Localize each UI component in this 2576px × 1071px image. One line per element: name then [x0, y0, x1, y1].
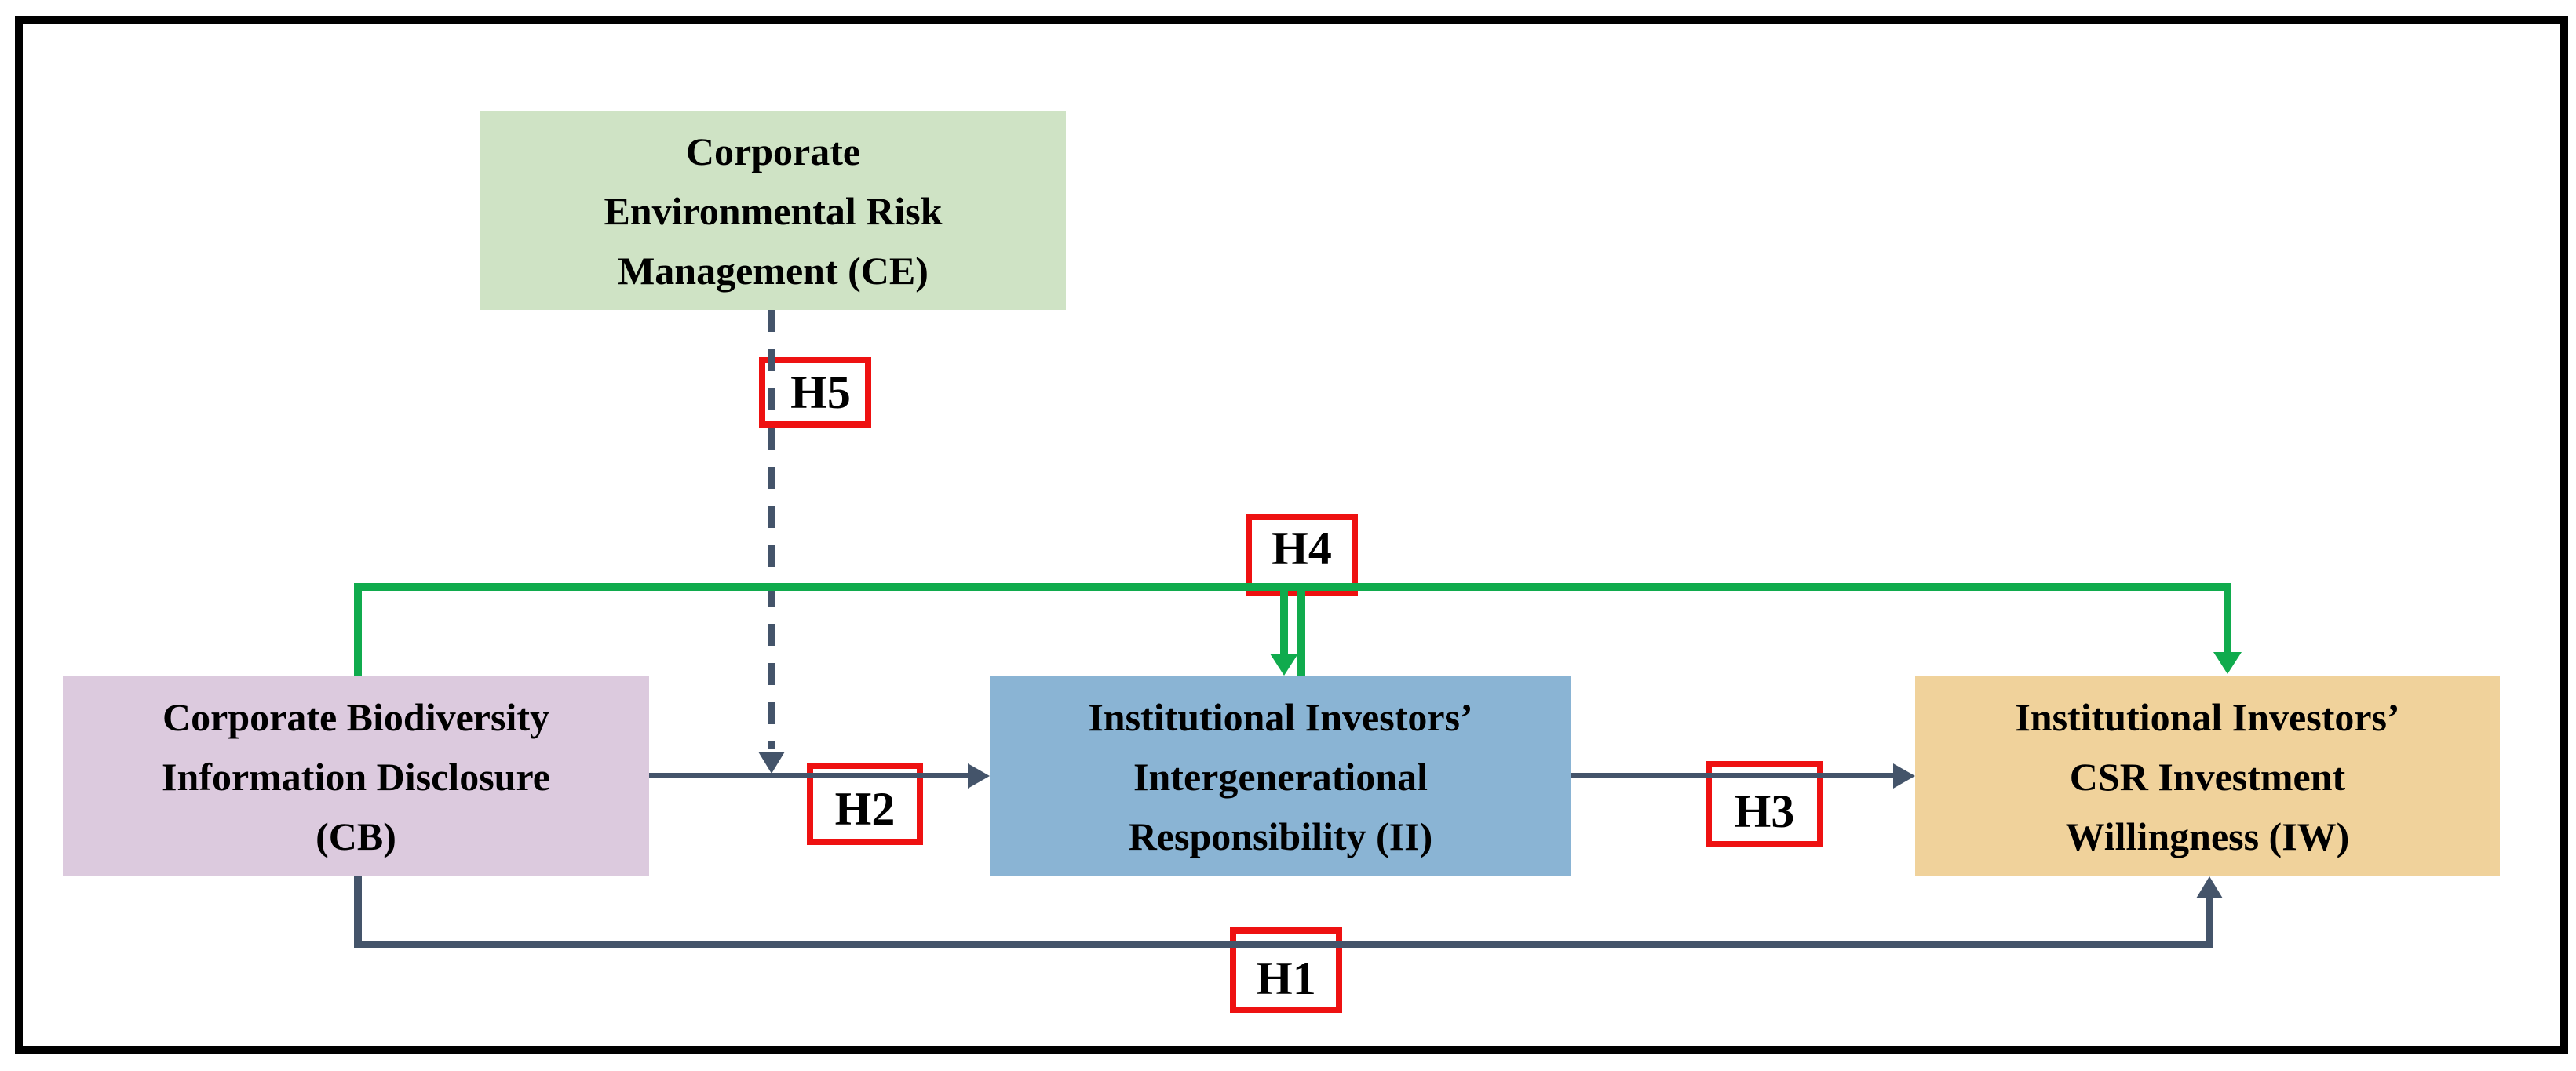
node-label-line: Institutional Investors’: [1088, 694, 1473, 739]
h2-text: H2: [834, 783, 896, 835]
node-label-line: Corporate: [685, 129, 861, 173]
edge-h2-arrowhead-icon: [968, 763, 990, 789]
hypothesis-label-h3: H3: [1706, 761, 1823, 847]
h3-text: H3: [1734, 785, 1795, 837]
edge-h5-arrowhead-icon: [758, 752, 785, 774]
edge-h4-vertical-from-ii: [1297, 591, 1305, 676]
hypothesis-label-h1: H1: [1230, 927, 1342, 1013]
node-corporate-biodiversity-information-disclosure: Corporate Biodiversity Information Discl…: [63, 676, 649, 876]
node-institutional-investors-intergenerational-responsibility: Institutional Investors’ Intergeneration…: [990, 676, 1571, 876]
edge-h1-vertical-right: [2206, 897, 2213, 948]
node-label-line: (CB): [316, 814, 396, 858]
edge-h2-line: [649, 773, 979, 778]
node-institutional-investors-csr-investment-willingness: Institutional Investors’ CSR Investment …: [1915, 676, 2500, 876]
hypothesis-label-h2: H2: [807, 763, 923, 845]
node-label-line: Corporate Biodiversity: [162, 694, 549, 739]
h4-text: H4: [1272, 523, 1332, 574]
node-label-line: Information Disclosure: [162, 754, 550, 799]
edge-h3-line: [1571, 773, 1897, 778]
h5-text: H5: [790, 366, 851, 418]
node-label-line: CSR Investment: [2069, 754, 2346, 799]
edge-h3-arrowhead-icon: [1893, 763, 1915, 789]
edge-h4-drop-to-ii: [1280, 591, 1288, 654]
diagram-frame: [15, 16, 2568, 1054]
node-label-line: Willingness (IW): [2065, 814, 2350, 858]
edge-h5-dashed-line: [768, 310, 775, 749]
edge-h4-drop-to-iw: [2224, 591, 2231, 652]
edge-h1-horizontal: [354, 941, 2213, 948]
edge-h1-arrowhead-icon: [2196, 876, 2223, 898]
edge-h4-horizontal: [354, 583, 2231, 591]
hypothesis-label-h5: H5: [759, 357, 871, 428]
node-corporate-environmental-risk-management: Corporate Environmental Risk Management …: [480, 111, 1066, 310]
node-label-line: Responsibility (II): [1128, 814, 1433, 858]
node-label-line: Institutional Investors’: [2015, 694, 2400, 739]
edge-h4-arrowhead-iw-icon: [2213, 652, 2242, 674]
node-label-line: Intergenerational: [1133, 754, 1428, 799]
edge-h4-arrowhead-ii-icon: [1270, 654, 1298, 676]
node-label-line: Management (CE): [618, 248, 929, 293]
edge-h4-vertical-from-cb: [354, 583, 362, 676]
h1-text: H1: [1256, 953, 1316, 1004]
node-label-line: Environmental Risk: [604, 188, 943, 233]
edge-h1-vertical-left: [354, 876, 362, 948]
